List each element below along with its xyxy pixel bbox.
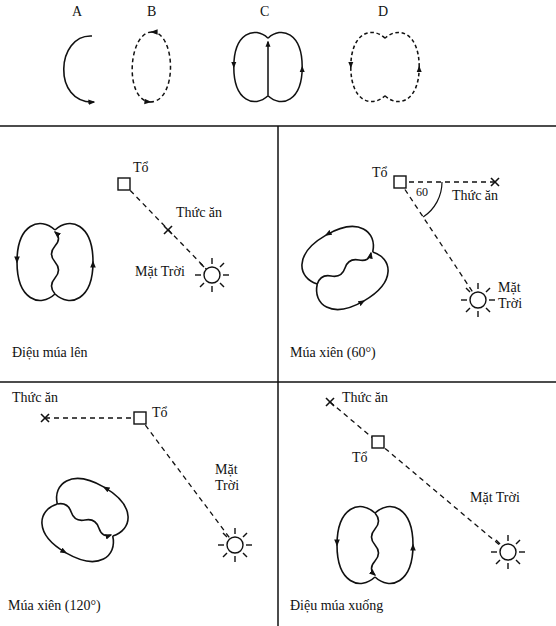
nest-symbol bbox=[372, 436, 384, 448]
sun-label: Mặt Trời bbox=[215, 462, 255, 494]
figure-letter: A bbox=[72, 4, 82, 20]
dance-path-d bbox=[351, 32, 419, 101]
direction-line bbox=[45, 417, 140, 418]
waggle-dance-figure bbox=[337, 507, 413, 584]
sun-symbol bbox=[218, 528, 252, 562]
sun-label: Mặt Trời bbox=[135, 264, 185, 280]
figure-letter: C bbox=[260, 4, 269, 20]
nest-label: Tổ bbox=[152, 405, 168, 421]
sun-label: Mặt Trời bbox=[470, 490, 520, 506]
nest-symbol bbox=[118, 178, 130, 190]
food-label: Thức ăn bbox=[342, 390, 388, 406]
dance-path-c bbox=[234, 32, 302, 101]
dance-path-a bbox=[64, 36, 94, 102]
food-mark bbox=[164, 226, 172, 234]
food-label: Thức ăn bbox=[12, 390, 58, 406]
waggle-dance-figure bbox=[293, 216, 398, 320]
panel-caption: Điệu múa lên bbox=[12, 345, 87, 361]
panel-divider bbox=[0, 126, 556, 626]
angle-label: 60 bbox=[416, 186, 428, 200]
waggle-dance-figure bbox=[17, 224, 93, 301]
waggle-dance-figure bbox=[33, 468, 138, 572]
nest-label: Tổ bbox=[133, 160, 149, 176]
food-label: Thức ăn bbox=[452, 188, 498, 204]
sun-symbol bbox=[461, 283, 495, 317]
food-mark bbox=[491, 178, 499, 186]
panel-caption: Múa xiên (60°) bbox=[290, 345, 376, 361]
dance-path-b bbox=[132, 32, 170, 102]
food-mark bbox=[326, 398, 334, 406]
sun-symbol bbox=[491, 535, 525, 569]
direction-line bbox=[124, 184, 212, 275]
figure-letter: B bbox=[147, 4, 156, 20]
panel-caption: Múa xiên (120°) bbox=[8, 598, 101, 614]
sun-label: Mặt Trời bbox=[498, 280, 538, 312]
nest-label: Tổ bbox=[372, 165, 388, 181]
nest-label: Tổ bbox=[352, 450, 368, 466]
nest-symbol bbox=[394, 176, 406, 188]
food-label: Thức ăn bbox=[176, 205, 222, 221]
sun-symbol bbox=[195, 258, 229, 292]
direction-line bbox=[330, 402, 508, 552]
figure-letter: D bbox=[378, 4, 388, 20]
nest-symbol bbox=[134, 412, 146, 424]
panel-caption: Điệu múa xuống bbox=[290, 598, 383, 614]
food-mark bbox=[41, 414, 49, 422]
direction-line bbox=[400, 181, 495, 182]
